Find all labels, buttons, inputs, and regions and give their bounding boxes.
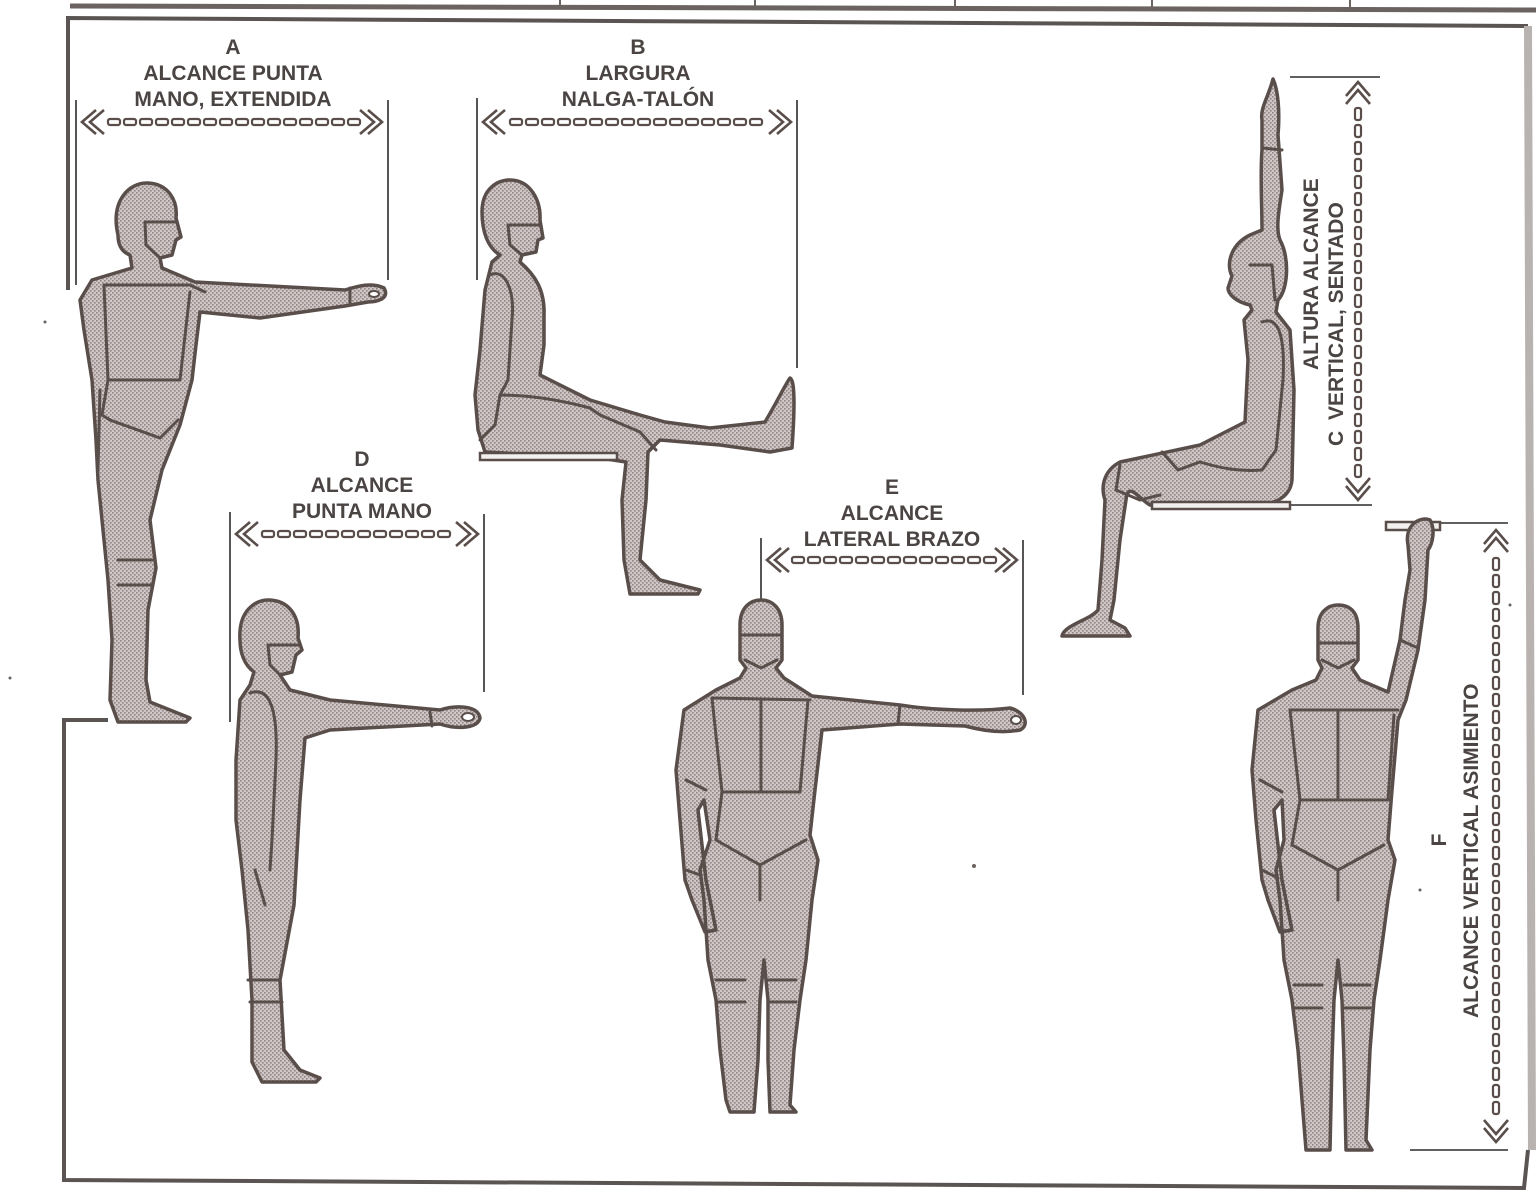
label-c-letter: C bbox=[1325, 431, 1348, 446]
measurement-c: ALTURA ALCANCE VERTICAL, SENTADO C bbox=[1060, 76, 1380, 638]
figure-seated-leg-extended-b bbox=[473, 178, 796, 596]
label-a-line1: ALCANCE PUNTA bbox=[143, 62, 322, 85]
measurement-b: B LARGURA NALGA-TALÓN bbox=[473, 36, 798, 596]
label-b-line1: LARGURA bbox=[586, 62, 691, 85]
label-e-letter: E bbox=[885, 476, 899, 499]
figure-standing-side-a bbox=[78, 181, 388, 724]
measurement-a: A ALCANCE PUNTA MANO, EXTENDIDA bbox=[75, 36, 389, 724]
figure-standing-side-d bbox=[234, 598, 482, 1084]
scan-artifacts bbox=[8, 320, 1512, 892]
page-frame bbox=[62, 0, 1536, 1191]
dimension-arrow-f bbox=[1410, 522, 1509, 1151]
label-c-line2: VERTICAL, SENTADO bbox=[1325, 202, 1348, 420]
label-e-line2: LATERAL BRAZO bbox=[804, 528, 981, 551]
label-a-line2: MANO, EXTENDIDA bbox=[134, 88, 331, 111]
measurement-f: ALCANCE VERTICAL ASIMIENTO F bbox=[1250, 517, 1509, 1152]
label-d-line2: PUNTA MANO bbox=[292, 500, 432, 523]
dimension-arrow-c bbox=[1290, 76, 1380, 506]
figure-standing-front-f bbox=[1250, 517, 1442, 1152]
measurement-d: D ALCANCE PUNTA MANO bbox=[229, 448, 485, 1084]
dimension-arrow-d bbox=[229, 512, 485, 722]
label-f-letter: F bbox=[1428, 833, 1451, 846]
label-b-letter: B bbox=[630, 36, 645, 59]
measurement-e: E ALCANCE LATERAL BRAZO bbox=[674, 476, 1027, 1114]
label-b-line2: NALGA-TALÓN bbox=[562, 87, 714, 111]
dimension-arrow-b bbox=[476, 98, 798, 368]
label-e-line1: ALCANCE bbox=[841, 502, 944, 525]
figure-seated-arm-up-c bbox=[1060, 77, 1296, 638]
label-d-line1: ALCANCE bbox=[311, 474, 414, 497]
label-c-line1: ALTURA ALCANCE bbox=[1300, 178, 1323, 370]
figure-standing-front-e bbox=[674, 598, 1027, 1114]
label-a-letter: A bbox=[225, 36, 240, 59]
label-f-line1: ALCANCE VERTICAL ASIMIENTO bbox=[1460, 684, 1483, 1018]
label-d-letter: D bbox=[354, 448, 369, 471]
dimension-arrow-a bbox=[75, 100, 389, 285]
dimension-arrow-e bbox=[760, 538, 1024, 695]
